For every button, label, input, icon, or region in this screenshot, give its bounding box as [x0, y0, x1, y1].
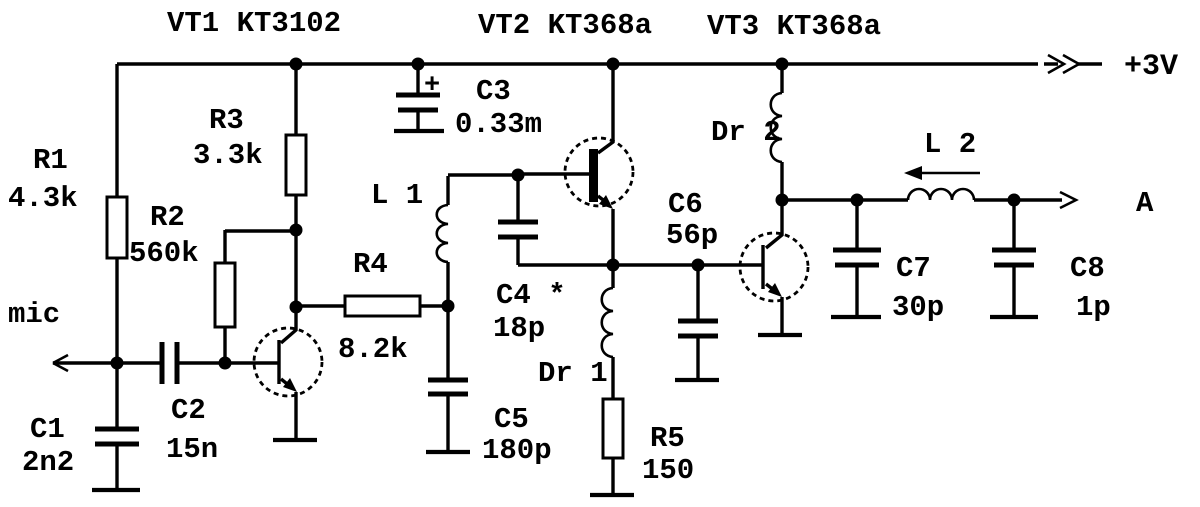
r3-body	[284, 133, 308, 197]
resistor-r2: R2 560k	[129, 201, 296, 363]
vt1-collector	[279, 308, 298, 345]
r2-body	[213, 261, 237, 329]
r5-value-label: 150	[642, 454, 694, 487]
vt3-collector	[764, 200, 784, 250]
l2-coil	[906, 187, 976, 201]
c3-polarity-label: +	[424, 71, 440, 101]
resistor-r1: R1 4.3k	[8, 64, 129, 429]
c2-value-label: 15n	[166, 433, 218, 466]
dr2-ref-label: Dr 2	[711, 116, 781, 149]
vt2-circle	[563, 136, 635, 208]
inductor-l1: L 1	[371, 173, 518, 306]
choke-dr1: Dr 1	[538, 265, 615, 399]
c8-plates	[992, 247, 1036, 268]
capacitor-c5: C5 180p	[426, 306, 552, 467]
c2-plates	[159, 342, 180, 384]
r5-ref-label: R5	[650, 422, 685, 455]
c3-ref-label: C3	[476, 75, 511, 108]
capacitor-c2: C2 15n	[159, 342, 278, 466]
c8-ref-label: C8	[1070, 252, 1105, 285]
vt2-collector	[596, 64, 615, 155]
transistor-vt1: VT1 KT3102	[167, 7, 341, 443]
vt2-emitter-arrow-icon	[599, 195, 613, 209]
r4-value-label: 8.2k	[338, 333, 408, 366]
r5-body	[601, 397, 625, 460]
power-rail: +3V	[117, 50, 1178, 84]
l1-coil	[435, 203, 449, 264]
dr2-coil	[769, 91, 783, 164]
resistor-r4: R4 8.2k	[296, 248, 448, 366]
l1-ref-label: L 1	[371, 179, 423, 212]
c4-value-label: 18p	[493, 312, 545, 345]
c4-plates	[498, 219, 538, 240]
dr1-coil	[600, 286, 614, 359]
r3-ref-label: R3	[209, 104, 244, 137]
rail-chevron-icon	[1047, 53, 1067, 75]
r2-ref-label: R2	[150, 201, 185, 234]
vt1-title-label: VT1 KT3102	[167, 7, 341, 40]
vt2-base-bar	[589, 149, 598, 202]
c6-value-label: 56p	[666, 219, 718, 252]
junction-dots	[110, 57, 1021, 370]
rail-chevron-icon	[1062, 53, 1082, 75]
r2-value-label: 560k	[129, 237, 199, 270]
vt1-emitter-arrow-icon	[283, 378, 297, 392]
output-network: L 2 A	[782, 128, 1154, 220]
r1-ref-label: R1	[33, 144, 68, 177]
r4-ref-label: R4	[353, 248, 388, 281]
vt3-circle	[738, 231, 810, 303]
capacitor-c6: C6 56p	[666, 188, 719, 383]
c4-ref-label: C4 *	[496, 279, 566, 312]
transistor-vt3: VT3 KT368a	[707, 10, 881, 338]
c7-plates	[833, 247, 881, 268]
c5-plates	[428, 377, 468, 397]
c3-plates	[396, 92, 440, 113]
transistor-vt2: VT2 KT368a	[478, 9, 652, 265]
capacitor-c8: C8 1p	[990, 200, 1111, 324]
c6-plates	[678, 318, 718, 339]
capacitor-c3: + C3 0.33m	[394, 64, 542, 141]
vt1-circle	[252, 326, 324, 398]
r3-value-label: 3.3k	[193, 139, 263, 172]
c6-ref-label: C6	[668, 188, 703, 221]
rail-voltage-label: +3V	[1124, 50, 1178, 84]
mic-port: mic	[8, 298, 162, 373]
mic-arrow-icon	[52, 353, 69, 373]
c1-value-label: 2n2	[22, 446, 74, 479]
c7-value-label: 30p	[892, 291, 944, 324]
output-port-label: A	[1136, 187, 1154, 220]
resistor-r3: R3 3.3k	[193, 64, 308, 308]
r4-body	[343, 294, 422, 318]
c1-ref-label: C1	[30, 413, 65, 446]
capacitor-c1: C1 2n2	[22, 413, 140, 493]
c3-value-label: 0.33m	[455, 108, 542, 141]
l2-tuning-arrow-icon	[904, 166, 922, 180]
c1-plates	[95, 426, 139, 447]
r1-value-label: 4.3k	[8, 182, 78, 215]
capacitor-c7: C7 30p	[831, 200, 944, 324]
c5-value-label: 180p	[482, 434, 552, 467]
vt3-title-label: VT3 KT368a	[707, 10, 881, 43]
vt3-emitter-arrow-icon	[768, 283, 782, 297]
r1-body	[105, 195, 129, 260]
c8-value-label: 1p	[1076, 291, 1111, 324]
choke-dr2: Dr 2	[711, 64, 784, 200]
resistor-r5: R5 150	[590, 397, 694, 498]
c2-ref-label: C2	[171, 394, 206, 427]
l2-ref-label: L 2	[924, 128, 976, 161]
c7-ref-label: C7	[896, 252, 931, 285]
l1-leads	[446, 173, 518, 306]
dr1-ref-label: Dr 1	[538, 357, 608, 390]
vt2-title-label: VT2 KT368a	[478, 9, 652, 42]
c5-ref-label: C5	[494, 403, 529, 436]
output-arrow-icon	[1059, 190, 1079, 210]
mic-label: mic	[8, 298, 60, 331]
capacitor-c4: C4 * 18p	[493, 175, 566, 345]
